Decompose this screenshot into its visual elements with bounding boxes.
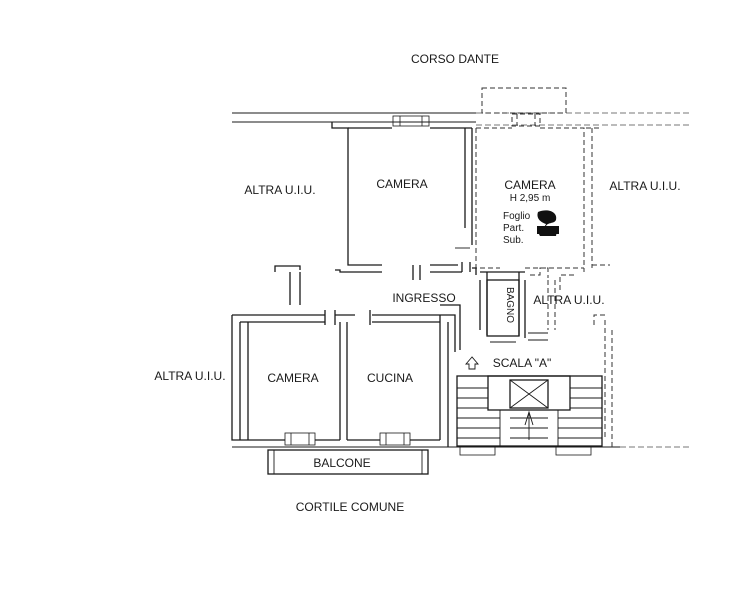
neighbor-middle-right-label: ALTRA U.I.U. xyxy=(533,293,604,307)
room-cucina xyxy=(346,310,449,447)
room-bagno-label: BAGNO xyxy=(504,287,515,323)
neighbor-top-left-label: ALTRA U.I.U. xyxy=(244,183,315,197)
cadastral-foglio-label: Foglio xyxy=(503,211,531,222)
neighbor-middle-right-area xyxy=(528,267,613,447)
room-camera-top xyxy=(331,115,473,280)
balcone-label: BALCONE xyxy=(313,456,370,470)
room-ingresso xyxy=(274,262,525,352)
neighbor-left-label: ALTRA U.I.U. xyxy=(154,369,225,383)
cadastral-sub-label: Sub. xyxy=(503,235,524,246)
room-camera-top-label: CAMERA xyxy=(376,177,427,191)
scala-a xyxy=(456,356,603,456)
room-camera-right-height: H 2,95 m xyxy=(510,193,551,204)
redaction-mark xyxy=(537,210,559,236)
room-bagno xyxy=(486,272,526,343)
balcone xyxy=(267,449,429,475)
street-bottom-label: CORTILE COMUNE xyxy=(296,500,404,514)
room-camera-left-label: CAMERA xyxy=(267,371,318,385)
scala-label: SCALA "A" xyxy=(493,356,552,370)
room-camera-left xyxy=(231,310,355,446)
room-cucina-label: CUCINA xyxy=(367,371,413,385)
street-top-label: CORSO DANTE xyxy=(411,52,499,66)
room-camera-right-label: CAMERA xyxy=(504,178,555,192)
neighbor-top-right-label: ALTRA U.I.U. xyxy=(609,179,680,193)
room-ingresso-label: INGRESSO xyxy=(392,291,455,305)
street-balcony-outline xyxy=(481,87,567,114)
street-lines xyxy=(232,112,690,448)
cadastral-part-label: Part. xyxy=(503,223,524,234)
